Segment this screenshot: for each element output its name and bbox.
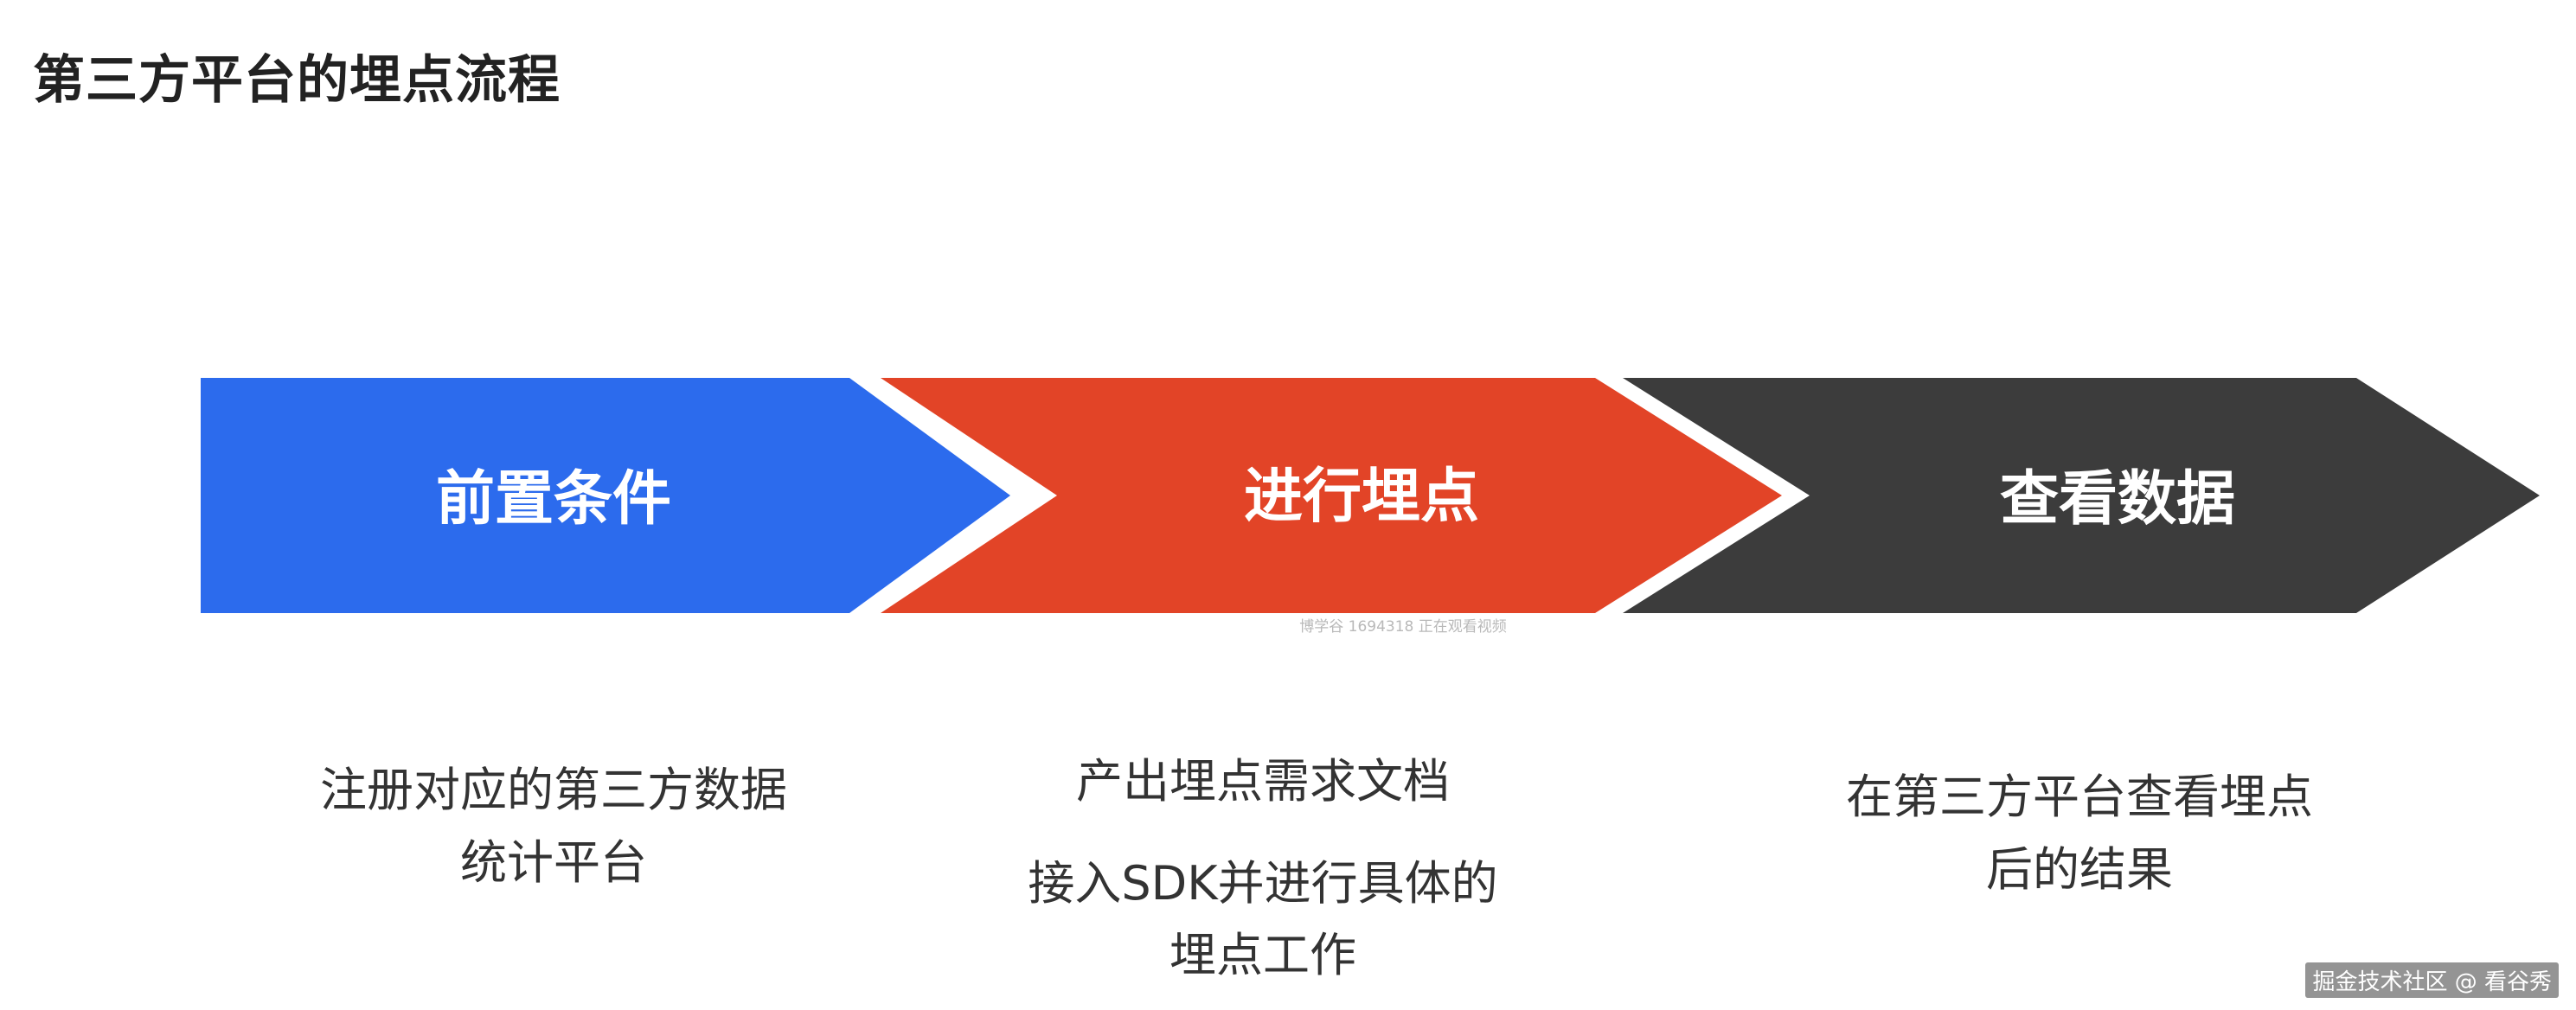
step-1-desc-line-2: 统计平台 [460, 834, 647, 890]
step-3-desc-line-2: 后的结果 [1986, 841, 2173, 897]
step-2-chevron [881, 378, 1782, 613]
step-2-desc-line-2: 接入SDK并进行具体的 [1028, 855, 1498, 911]
step-3-chevron [1623, 378, 2540, 613]
footer-watermark: 掘金技术社区 @ 看谷秀 [2305, 962, 2559, 998]
page-title: 第三方平台的埋点流程 [33, 50, 561, 111]
step-3-description: 在第三方平台查看埋点 后的结果 [1811, 761, 2348, 905]
step-1-arrow [201, 378, 1010, 613]
step-2-description: 产出埋点需求文档 接入SDK并进行具体的 埋点工作 [1003, 745, 1522, 992]
step-2-label: 进行埋点 [1244, 463, 1479, 531]
step-1-label: 前置条件 [436, 465, 671, 534]
step-3-desc-line-1: 在第三方平台查看埋点 [1846, 770, 2313, 824]
step-2-desc-line-1: 产出埋点需求文档 [1076, 754, 1450, 809]
step-3-label: 查看数据 [2000, 465, 2235, 534]
viewer-watermark: 博学谷 1694318 正在观看视频 [1299, 618, 1507, 636]
step-2-desc-line-3: 埋点工作 [1169, 928, 1356, 983]
step-1-description: 注册对应的第三方数据 统计平台 [294, 754, 813, 898]
step-1-desc-line-1: 注册对应的第三方数据 [320, 763, 787, 817]
